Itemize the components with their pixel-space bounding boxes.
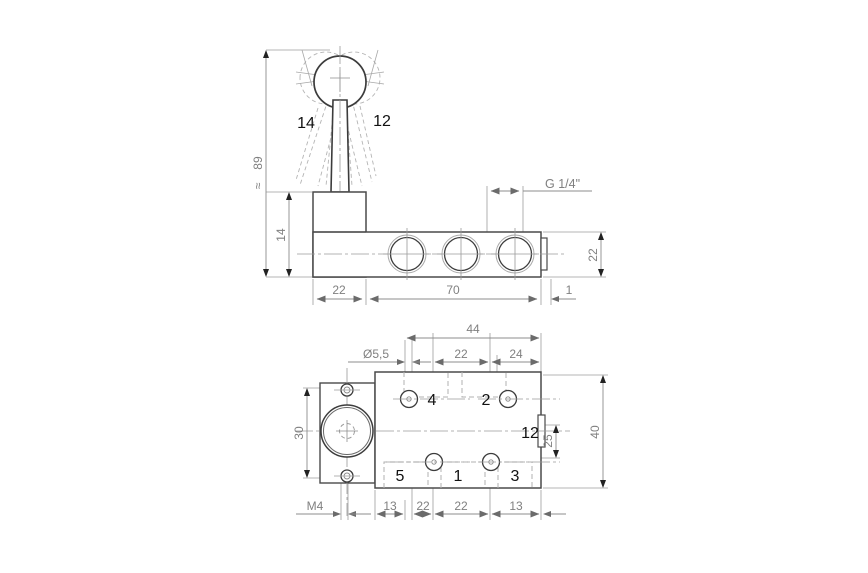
plan-body-block [374,371,542,489]
dim-mounting-thread: M4 [307,499,324,513]
plan-port-hole-3 [478,452,560,472]
dimension-30: 30 [292,388,310,478]
dimension-40: 40 [588,375,606,488]
side-port-2 [437,228,485,280]
dimension-14: 14 [274,192,292,277]
plan-port-hole-2 [478,389,560,409]
plan-mounting-hole-top [334,383,360,397]
dim-bottom-22-a: 22 [416,499,430,513]
thread-note-label: G 1/4" [545,177,580,191]
dimension-44: 44 [406,322,540,342]
dim-height-30: 30 [292,426,306,440]
dim-body-width: 70 [446,283,460,297]
dimension-chain-top: Ø5,5 22 24 [348,347,540,366]
dim-overall-height: 89 [251,156,265,170]
plan-side-label-12: 12 [521,425,539,442]
dimension-25: 25 [541,425,559,458]
plan-mounting-hole-bottom [334,469,360,483]
dim-hole-diameter: Ø5,5 [363,347,389,361]
dimension-body-height-22: 22 [586,232,604,277]
plan-port-label-4: 4 [428,392,437,409]
dim-body-height: 22 [586,248,600,262]
dimension-89: 89 ≈ [251,50,269,277]
dim-approx-symbol: ≈ [251,182,265,189]
dim-span-22-top: 22 [454,347,468,361]
plan-boss-cross [336,420,358,442]
plan-port-label-2: 2 [482,392,491,409]
plan-port-hole-4 [393,389,470,409]
dim-bottom-13-right: 13 [509,499,523,513]
lever-label-12: 12 [373,113,391,130]
dim-span-44: 44 [466,322,480,336]
side-port-1 [383,228,431,280]
side-port-3 [491,228,539,280]
dim-end-offset: 1 [566,283,573,297]
thread-note-group: G 1/4" [490,177,592,195]
dim-lever-base-height: 14 [274,228,288,242]
side-elevation-view: 89 ≈ 14 [251,46,606,305]
side-port-group [383,228,539,280]
lever-label-14: 14 [297,115,315,132]
bottom-plan-view: 44 Ø5,5 22 24 [292,322,608,520]
plan-port-label-5: 5 [396,468,405,485]
plan-port-label-1: 1 [454,468,463,485]
dim-height-25: 25 [541,434,555,448]
plan-hidden-passages-top [403,372,507,398]
plan-bottom-dimension-chain: M4 13 22 22 13 [296,499,566,518]
dim-height-40: 40 [588,425,602,439]
plan-port-hole-1 [386,452,470,472]
dim-span-24: 24 [509,347,523,361]
side-bottom-dimension-chain: 22 70 1 [316,283,576,303]
dim-bottom-22-b: 22 [454,499,468,513]
dim-bottom-13-left: 13 [383,499,397,513]
plan-port-label-3: 3 [511,468,520,485]
dim-left-block-width: 22 [332,283,346,297]
